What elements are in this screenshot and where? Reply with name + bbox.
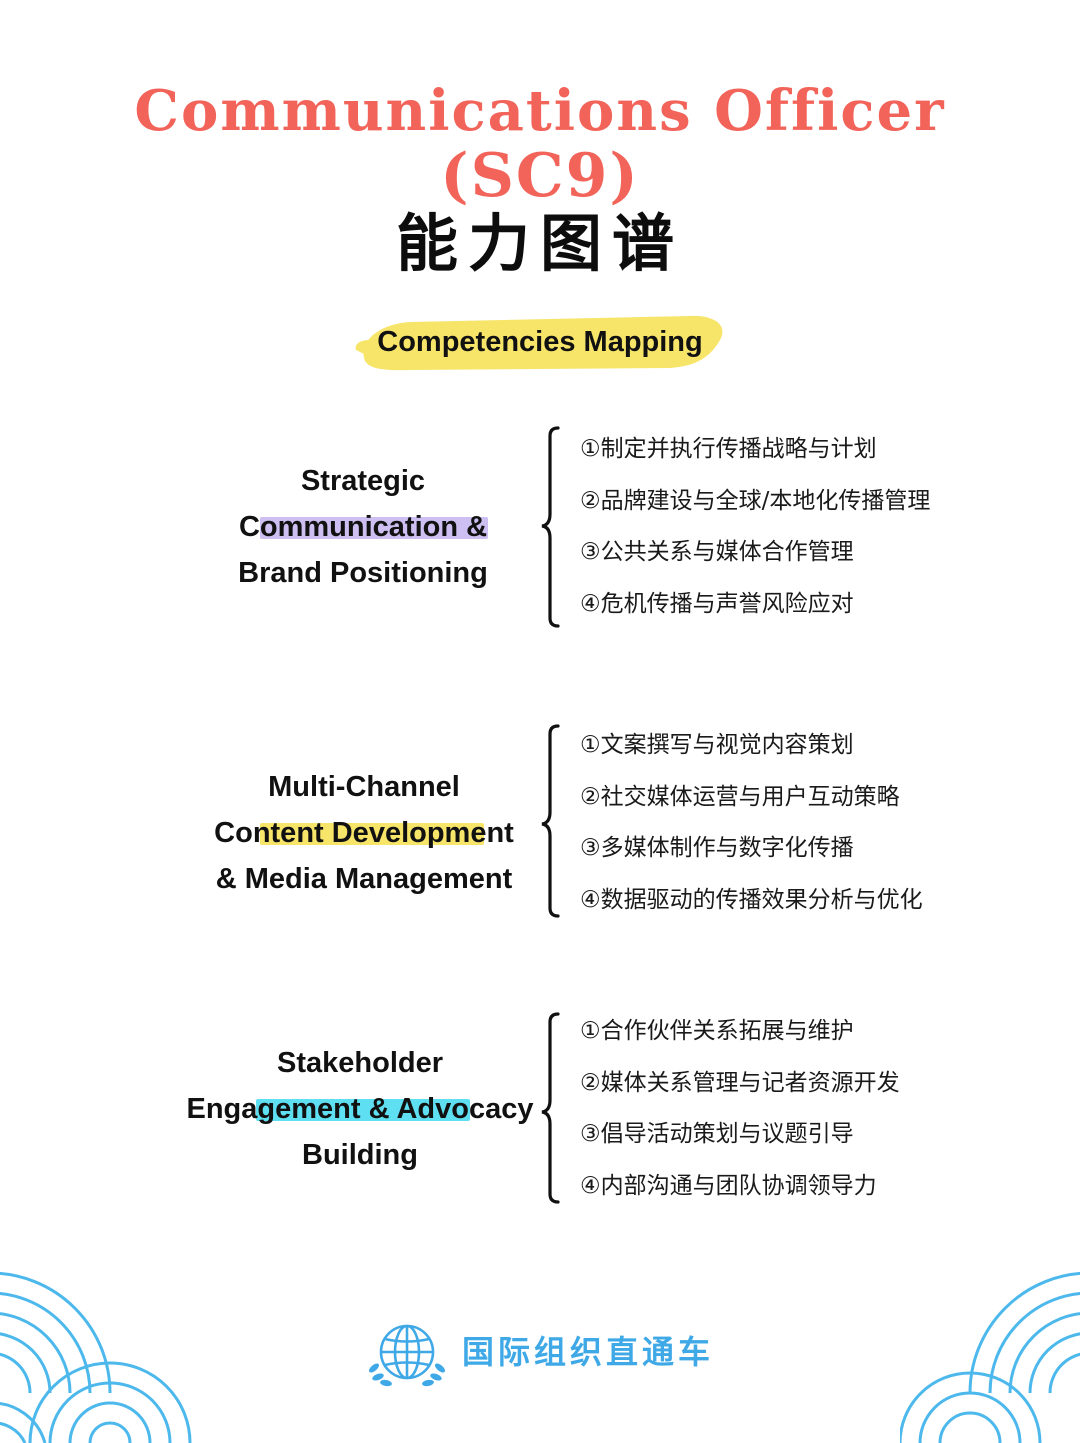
section-title: Multi-Channel Content Development & Medi… (164, 764, 564, 902)
section-strategic-communication: Strategic Communication & Brand Position… (0, 422, 1080, 632)
list-item: ②品牌建设与全球/本地化传播管理 (580, 476, 930, 528)
wave-pattern-right (900, 1263, 1080, 1443)
section-title-line: Communication & (239, 511, 487, 543)
brand-name: 国际组织直通车 (462, 1330, 714, 1374)
section-title-line: Strategic (301, 465, 425, 497)
section-title-line: Multi-Channel (268, 771, 460, 803)
subtitle: Competencies Mapping (0, 322, 1080, 362)
list-item: ①文案撰写与视觉内容策划 (580, 720, 923, 772)
list-item: ③公共关系与媒体合作管理 (580, 527, 930, 579)
curly-brace (536, 422, 566, 632)
curly-brace (536, 718, 566, 928)
list-item: ②媒体关系管理与记者资源开发 (580, 1058, 900, 1110)
section-title-line: Engagement & Advocacy (186, 1093, 533, 1125)
competency-list: ①合作伙伴关系拓展与维护 ②媒体关系管理与记者资源开发 ③倡导活动策划与议题引导… (580, 1006, 900, 1212)
section-title: Stakeholder Engagement & Advocacy Buildi… (160, 1040, 560, 1178)
section-title-line: & Media Management (216, 863, 513, 895)
globe-laurel-icon (362, 1320, 452, 1392)
section-title-line: Brand Positioning (238, 557, 488, 589)
section-stakeholder-engagement: Stakeholder Engagement & Advocacy Buildi… (0, 1006, 1080, 1216)
list-item: ③倡导活动策划与议题引导 (580, 1109, 900, 1161)
list-item: ②社交媒体运营与用户互动策略 (580, 772, 923, 824)
list-item: ④危机传播与声誉风险应对 (580, 579, 930, 631)
section-title-line: Building (302, 1139, 418, 1171)
competency-list: ①文案撰写与视觉内容策划 ②社交媒体运营与用户互动策略 ③多媒体制作与数字化传播… (580, 720, 923, 926)
list-item: ①制定并执行传播战略与计划 (580, 424, 930, 476)
subtitle-banner: Competencies Mapping (0, 310, 1080, 376)
title-chinese: 能力图谱 (0, 206, 1080, 282)
title-line-2: (SC9) (0, 142, 1080, 210)
list-item: ④数据驱动的传播效果分析与优化 (580, 875, 923, 927)
competency-list: ①制定并执行传播战略与计划 ②品牌建设与全球/本地化传播管理 ③公共关系与媒体合… (580, 424, 930, 630)
list-item: ③多媒体制作与数字化传播 (580, 823, 923, 875)
section-title-line: Content Development (214, 817, 514, 849)
section-title-line: Stakeholder (277, 1047, 443, 1079)
section-multi-channel-content: Multi-Channel Content Development & Medi… (0, 718, 1080, 928)
curly-brace (536, 1006, 566, 1216)
wave-pattern-left (0, 1253, 200, 1443)
list-item: ④内部沟通与团队协调领导力 (580, 1161, 900, 1213)
title-line-1: Communications Officer (0, 76, 1080, 146)
section-title: Strategic Communication & Brand Position… (163, 458, 563, 596)
list-item: ①合作伙伴关系拓展与维护 (580, 1006, 900, 1058)
